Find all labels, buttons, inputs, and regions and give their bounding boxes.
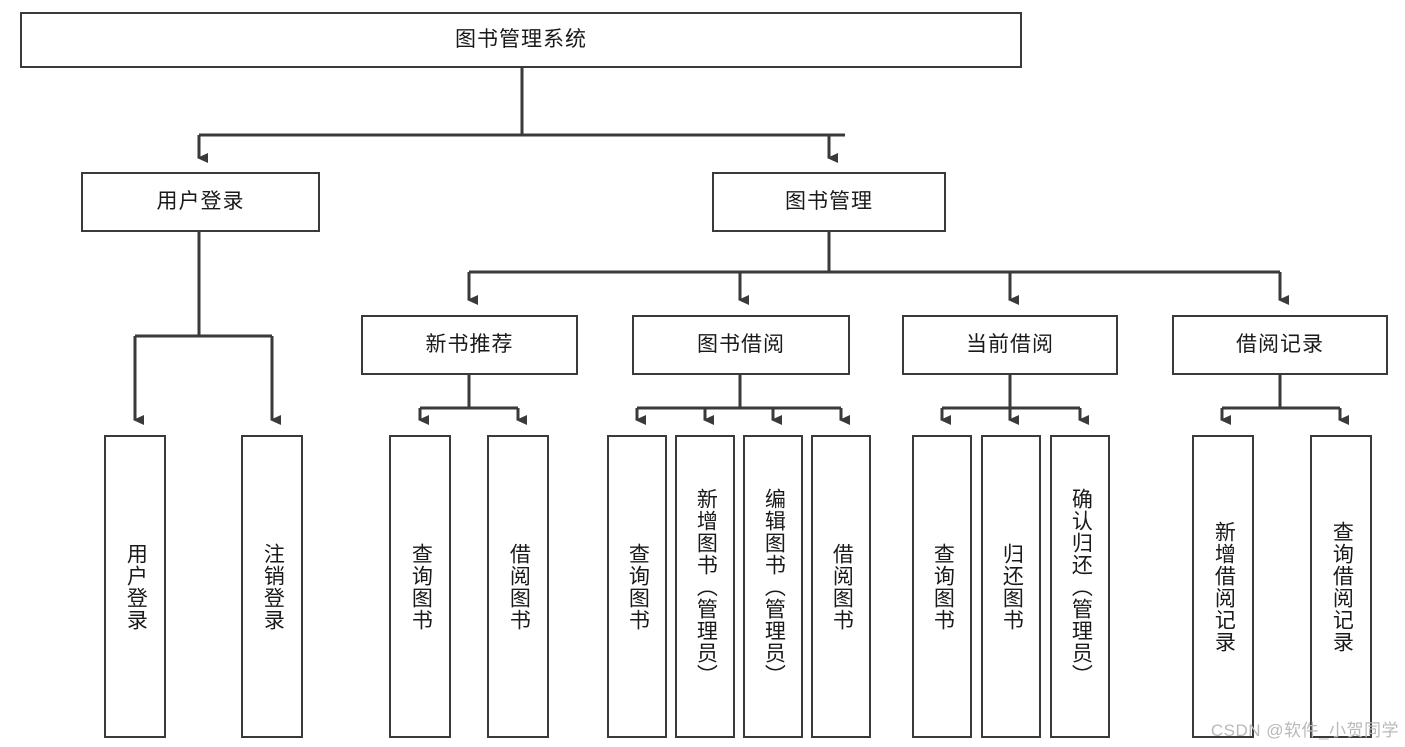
leaf-query-book-borrow[interactable]: 查询图书 <box>607 435 667 738</box>
leaf-borrow-book-new[interactable]: 借阅图书 <box>487 435 549 738</box>
node-label: 查询图书 <box>409 542 433 631</box>
node-label: 新增图书（管理员） <box>694 487 718 686</box>
leaf-user-login[interactable]: 用户登录 <box>104 435 166 738</box>
node-label: 编辑图书（管理员） <box>762 487 786 686</box>
leaf-query-book-current[interactable]: 查询图书 <box>912 435 972 738</box>
node-label: 借阅图书 <box>507 542 531 631</box>
node-label: 新增借阅记录 <box>1212 520 1236 653</box>
node-new-book-recommend[interactable]: 新书推荐 <box>361 315 578 375</box>
leaf-borrow-book[interactable]: 借阅图书 <box>811 435 871 738</box>
node-label: 查询图书 <box>626 542 650 631</box>
leaf-return-book[interactable]: 归还图书 <box>981 435 1041 738</box>
node-label: 用户登录 <box>156 190 245 214</box>
leaf-confirm-return-admin[interactable]: 确认归还（管理员） <box>1050 435 1110 738</box>
leaf-edit-book-admin[interactable]: 编辑图书（管理员） <box>743 435 803 738</box>
node-label: 注销登录 <box>261 542 285 631</box>
node-label: 图书管理系统 <box>455 28 587 52</box>
leaf-query-book-new[interactable]: 查询图书 <box>389 435 451 738</box>
node-root-system[interactable]: 图书管理系统 <box>20 12 1022 68</box>
node-label: 用户登录 <box>124 542 148 631</box>
node-label: 查询借阅记录 <box>1330 520 1354 653</box>
node-label: 借阅记录 <box>1236 333 1324 357</box>
node-label: 借阅图书 <box>830 542 854 631</box>
node-book-borrow[interactable]: 图书借阅 <box>632 315 850 375</box>
csdn-watermark: CSDN @软件_小贺同学 <box>1210 721 1399 740</box>
leaf-query-borrow-record[interactable]: 查询借阅记录 <box>1310 435 1372 738</box>
node-label: 图书管理 <box>785 190 873 214</box>
node-label: 新书推荐 <box>425 333 514 357</box>
node-user-login[interactable]: 用户登录 <box>81 172 320 232</box>
node-label: 图书借阅 <box>697 333 785 357</box>
node-book-management[interactable]: 图书管理 <box>712 172 946 232</box>
node-borrow-records[interactable]: 借阅记录 <box>1172 315 1388 375</box>
node-label: 归还图书 <box>1000 542 1024 631</box>
node-label: 当前借阅 <box>966 333 1054 357</box>
node-label: 查询图书 <box>931 542 955 631</box>
leaf-logout[interactable]: 注销登录 <box>241 435 303 738</box>
leaf-add-book-admin[interactable]: 新增图书（管理员） <box>675 435 735 738</box>
node-current-borrow[interactable]: 当前借阅 <box>902 315 1118 375</box>
leaf-add-borrow-record[interactable]: 新增借阅记录 <box>1192 435 1254 738</box>
node-label: 确认归还（管理员） <box>1069 487 1093 686</box>
